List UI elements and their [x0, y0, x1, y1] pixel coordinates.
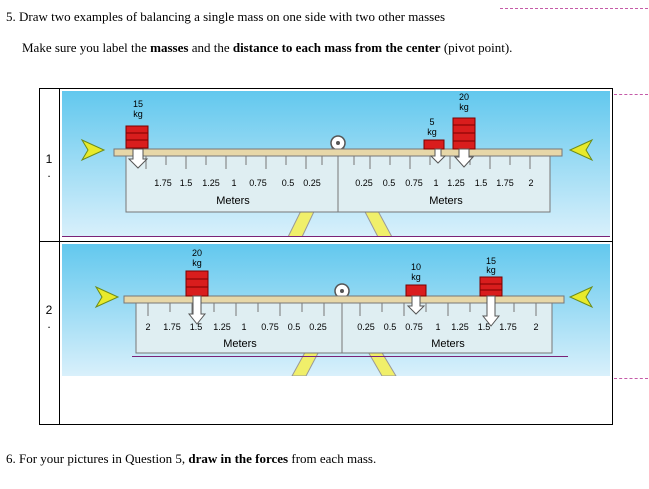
- tick-label: 1.5: [475, 178, 488, 188]
- seesaw-panel-1: 1.75 1.5 1.25 1 0.75 0.5 0.25 0.25 0.5 0…: [62, 91, 610, 237]
- svg-text:5: 5: [429, 117, 434, 127]
- question-6-pre: For your pictures in Question 5,: [19, 451, 189, 466]
- ruler-bar: [123, 295, 565, 304]
- tick-label: 1: [231, 178, 236, 188]
- svg-text:20: 20: [459, 92, 469, 102]
- row-divider: [39, 241, 613, 242]
- dashed-margin-2: [614, 378, 648, 379]
- ruler-bar: [113, 148, 563, 157]
- instr-pre: Make sure you label the: [22, 40, 151, 55]
- tick-label: 0.75: [249, 178, 267, 188]
- question-5-number: 5.: [6, 9, 16, 24]
- tick-label: 1.75: [163, 322, 181, 332]
- left-arrow: [94, 285, 120, 309]
- dashed-divider: [500, 8, 648, 9]
- instructions: Make sure you label the masses and the d…: [22, 40, 512, 56]
- meters-label-right: Meters: [431, 338, 465, 350]
- question-5-text: Draw two examples of balancing a single …: [19, 9, 446, 24]
- svg-text:kg: kg: [459, 102, 469, 112]
- ruler-scale: [135, 302, 553, 354]
- question-6-post: from each mass.: [288, 451, 377, 466]
- tick-label: 1.75: [496, 178, 514, 188]
- tick-label: 0.75: [405, 322, 423, 332]
- meters-label-left: Meters: [223, 338, 257, 350]
- tick-label: 1.5: [180, 178, 193, 188]
- tick-label: 1: [433, 178, 438, 188]
- svg-text:kg: kg: [133, 109, 143, 119]
- svg-text:20: 20: [192, 248, 202, 258]
- svg-text:kg: kg: [427, 127, 437, 137]
- instr-mid: and the: [188, 40, 233, 55]
- tick-label: 0.5: [384, 322, 397, 332]
- tick-label: 0.25: [355, 178, 373, 188]
- mass-block-20kg: 20 kg: [185, 248, 209, 325]
- ruler-ticks: [145, 156, 531, 169]
- tick-label: 0.5: [383, 178, 396, 188]
- right-arrow: [568, 138, 594, 162]
- question-5: 5. Draw two examples of balancing a sing…: [6, 9, 445, 25]
- mass-block-15kg: 15 kg: [125, 99, 149, 169]
- tick-label: 2: [145, 322, 150, 332]
- mass-block-15kg: 15 kg: [479, 256, 503, 327]
- tick-label: 0.25: [309, 322, 327, 332]
- row-1-number: 1.: [45, 152, 53, 180]
- question-6-number: 6.: [6, 451, 16, 466]
- svg-text:kg: kg: [411, 272, 421, 282]
- left-arrow: [80, 138, 106, 162]
- meters-label-right: Meters: [429, 195, 463, 207]
- mass-block-5kg: 5 kg: [423, 117, 447, 164]
- tick-label: 1: [241, 322, 246, 332]
- mass-block-10kg: 10 kg: [405, 262, 427, 315]
- instr-distance: distance to each mass from the center: [232, 40, 441, 55]
- tick-label: 1.75: [154, 178, 172, 188]
- row-2-number: 2.: [45, 303, 53, 331]
- answer-table: [39, 88, 613, 425]
- svg-text:15: 15: [486, 256, 496, 266]
- tick-label: 1.25: [213, 322, 231, 332]
- tick-label: 1.5: [478, 322, 491, 332]
- tick-label: 2: [528, 178, 533, 188]
- dashed-margin-1: [614, 94, 648, 95]
- tick-label: 1: [435, 322, 440, 332]
- tick-label: 1.25: [451, 322, 469, 332]
- right-arrow: [568, 285, 594, 309]
- tick-label: 1.5: [190, 322, 203, 332]
- tick-label: 2: [533, 322, 538, 332]
- svg-text:kg: kg: [192, 258, 202, 268]
- tick-label: 1.25: [202, 178, 220, 188]
- question-6: 6. For your pictures in Question 5, draw…: [6, 451, 376, 467]
- svg-text:15: 15: [133, 99, 143, 109]
- mass-block-20kg: 20 kg: [452, 92, 476, 168]
- seesaw-panel-2: 2 1.75 1.5 1.25 1 0.75 0.5 0.25 0.25 0.5…: [62, 244, 610, 376]
- meters-label-left: Meters: [216, 195, 250, 207]
- tick-label: 0.25: [357, 322, 375, 332]
- tick-label: 0.25: [303, 178, 321, 188]
- tick-label: 0.5: [282, 178, 295, 188]
- tick-label: 1.25: [447, 178, 465, 188]
- tick-label: 0.75: [261, 322, 279, 332]
- instr-masses: masses: [150, 40, 189, 55]
- tick-label: 0.75: [405, 178, 423, 188]
- svg-text:10: 10: [411, 262, 421, 272]
- column-divider: [59, 88, 60, 425]
- svg-text:kg: kg: [486, 265, 496, 275]
- tick-label: 1.75: [499, 322, 517, 332]
- question-6-bold: draw in the forces: [188, 451, 289, 466]
- tick-label: 0.5: [288, 322, 301, 332]
- instr-post: (pivot point).: [440, 40, 513, 55]
